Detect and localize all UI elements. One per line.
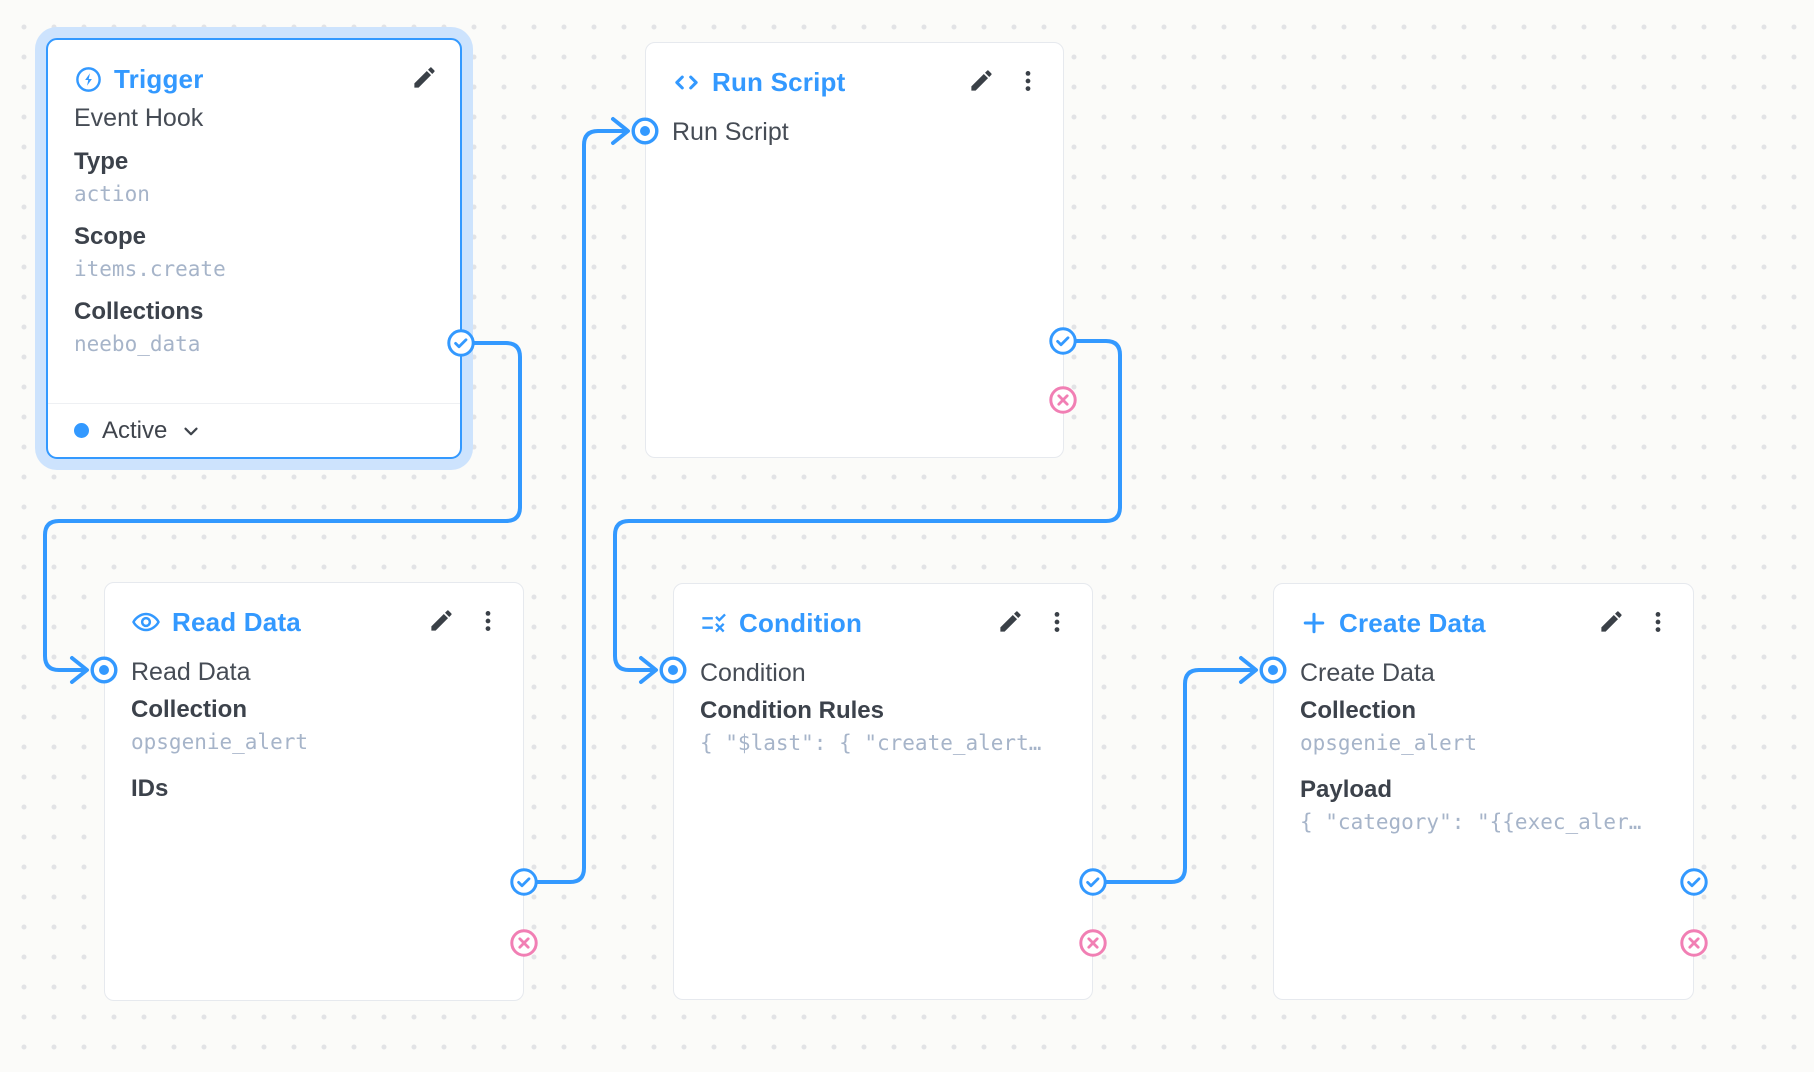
field-value: { "$last": { "create_alert… — [700, 731, 1042, 755]
field-label: Condition Rules — [700, 697, 884, 724]
code-icon — [672, 68, 701, 97]
node-run-script[interactable]: Run Script Run Script — [645, 42, 1064, 458]
more-menu-button[interactable] — [475, 608, 501, 637]
node-trigger[interactable]: Trigger Event Hook Type action Scope ite… — [46, 38, 462, 459]
field-label: Collection — [1300, 697, 1417, 724]
arrowhead-icon — [1239, 656, 1258, 684]
chevron-down-icon — [180, 420, 202, 442]
status-dot — [74, 423, 89, 438]
edit-button[interactable] — [428, 607, 455, 637]
edit-button[interactable] — [968, 67, 995, 97]
node-title: Condition — [739, 607, 863, 638]
arrowhead-icon — [70, 656, 89, 684]
kebab-icon — [1015, 68, 1041, 97]
operation-name: Condition — [700, 658, 806, 687]
eye-icon — [131, 607, 161, 637]
flow-status-dropdown[interactable]: Active — [48, 403, 460, 457]
field-label: Payload — [1300, 776, 1393, 803]
connection-wire-read_data.resolve-to-run_script.input — [522, 129, 629, 884]
more-menu-button[interactable] — [1645, 609, 1671, 638]
edit-button[interactable] — [997, 608, 1024, 638]
node-create-data[interactable]: Create Data Create Data — [1273, 583, 1694, 1000]
reject-connector[interactable] — [1679, 928, 1709, 958]
edit-button[interactable] — [411, 64, 438, 94]
field-value: { "category": "{{exec_aler… — [1300, 810, 1642, 834]
field-value: opsgenie_alert — [131, 730, 309, 754]
trigger-type-label: Event Hook — [74, 104, 204, 132]
resolve-connector[interactable] — [509, 867, 539, 897]
field-label: Collection — [131, 696, 248, 723]
field-label: Type — [74, 148, 129, 175]
input-connector[interactable] — [1258, 655, 1288, 685]
kebab-icon — [1044, 609, 1070, 638]
plus-icon — [1300, 609, 1328, 637]
resolve-connector[interactable] — [446, 328, 476, 358]
resolve-connector[interactable] — [1679, 867, 1709, 897]
arrowhead-icon — [611, 117, 630, 145]
field-value: items.create — [74, 257, 226, 281]
more-menu-button[interactable] — [1015, 68, 1041, 97]
rule-icon — [700, 609, 728, 637]
field-label: Collections — [74, 298, 204, 325]
pencil-icon — [1598, 608, 1625, 638]
reject-connector[interactable] — [1078, 928, 1108, 958]
field-label: IDs — [131, 775, 169, 802]
field-value: action — [74, 182, 150, 206]
pencil-icon — [997, 608, 1024, 638]
reject-connector[interactable] — [1048, 385, 1078, 415]
arrowhead-icon — [639, 656, 658, 684]
bolt-circle-icon — [74, 65, 103, 94]
operation-name: Read Data — [131, 657, 251, 686]
node-title: Read Data — [172, 606, 301, 637]
input-connector[interactable] — [89, 655, 119, 685]
pencil-icon — [968, 67, 995, 97]
kebab-icon — [475, 608, 501, 637]
kebab-icon — [1645, 609, 1671, 638]
node-title: Run Script — [712, 66, 846, 97]
input-connector[interactable] — [658, 655, 688, 685]
node-read-data[interactable]: Read Data Read Data — [104, 582, 524, 1001]
node-condition[interactable]: Condition Condition — [673, 583, 1093, 1000]
node-title: Trigger — [114, 63, 204, 94]
pencil-icon — [428, 607, 455, 637]
pencil-icon — [411, 64, 438, 94]
input-connector[interactable] — [630, 116, 660, 146]
operation-name: Create Data — [1300, 658, 1435, 687]
field-label: Scope — [74, 223, 147, 250]
field-value: neebo_data — [74, 332, 201, 356]
edit-button[interactable] — [1598, 608, 1625, 638]
resolve-connector[interactable] — [1048, 326, 1078, 356]
status-label: Active — [102, 416, 168, 444]
resolve-connector[interactable] — [1078, 867, 1108, 897]
reject-connector[interactable] — [509, 928, 539, 958]
connection-wire-condition.resolve-to-create_data.input — [1091, 668, 1257, 884]
field-value: opsgenie_alert — [1300, 731, 1478, 755]
operation-name: Run Script — [672, 117, 789, 146]
node-title: Create Data — [1339, 607, 1486, 638]
more-menu-button[interactable] — [1044, 609, 1070, 638]
